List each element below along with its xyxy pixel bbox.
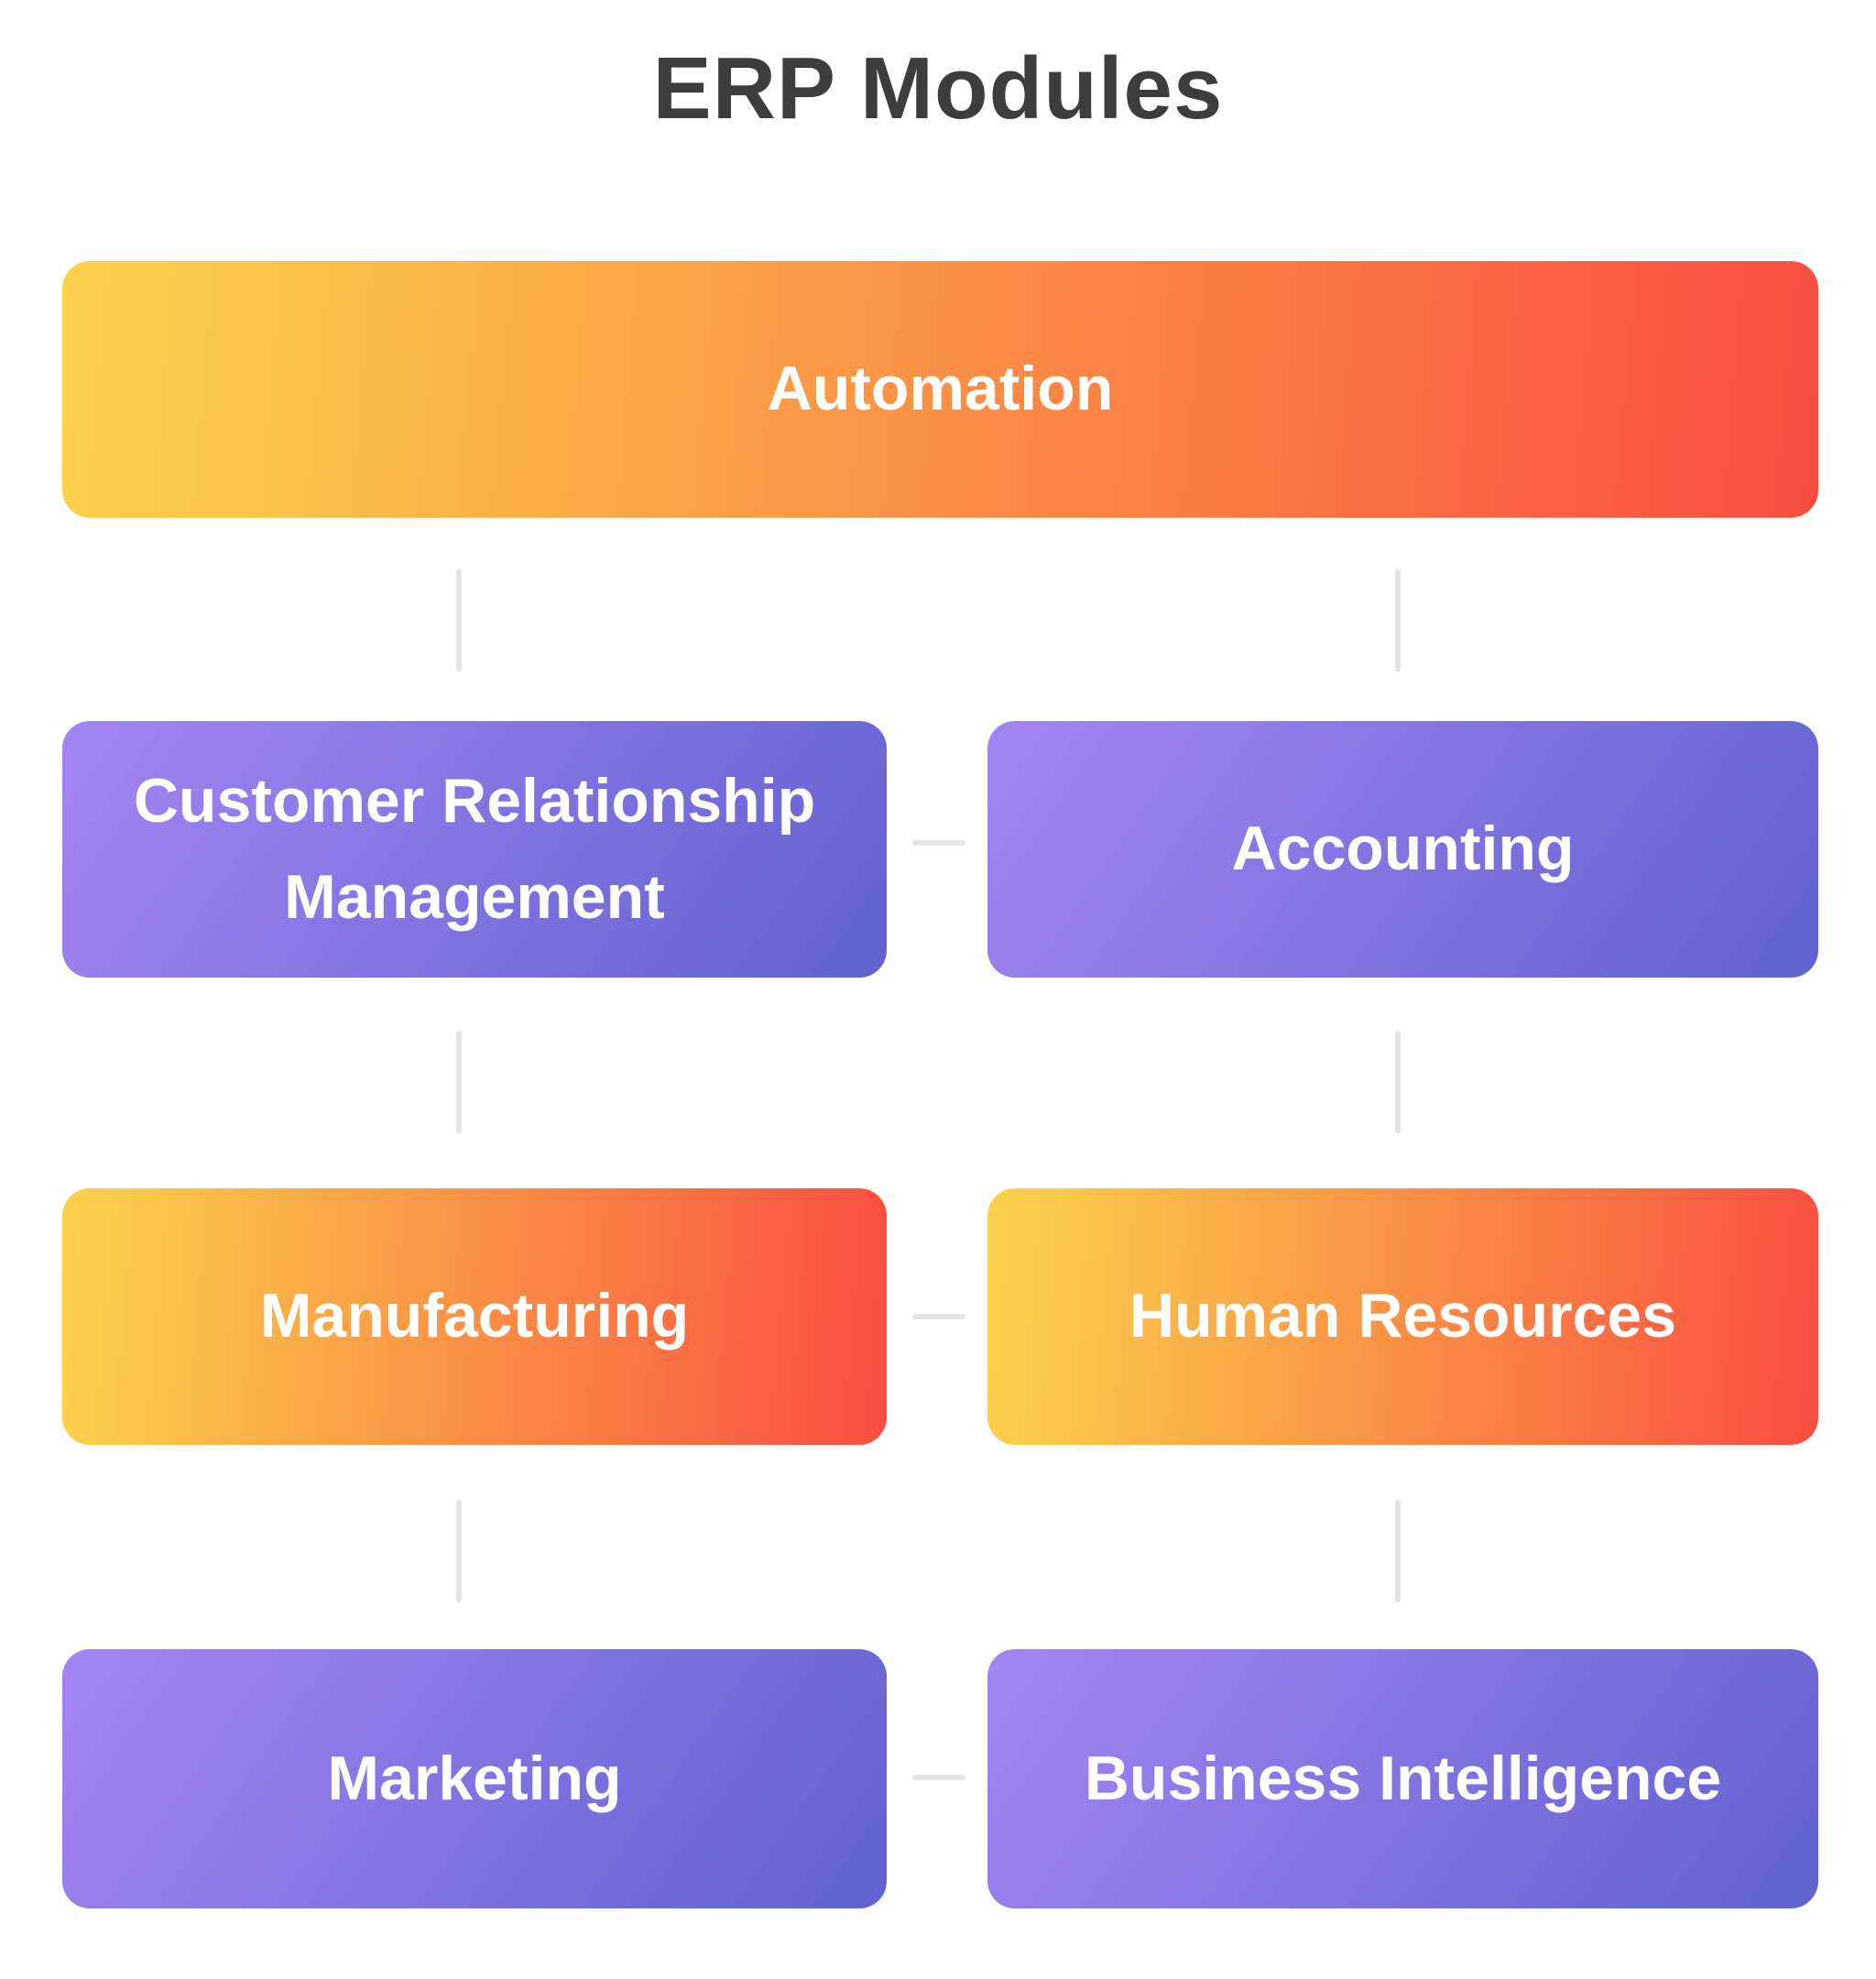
connector-vertical-human-resources-to-business-intelligence bbox=[1395, 1500, 1401, 1602]
connector-vertical-automation-to-crm bbox=[456, 569, 462, 672]
module-box-automation: Automation bbox=[62, 261, 1818, 518]
connector-vertical-automation-to-accounting bbox=[1395, 569, 1401, 672]
connector-horizontal-crm-accounting bbox=[912, 840, 965, 846]
module-box-accounting: Accounting bbox=[987, 721, 1818, 978]
module-label-manufacturing: Manufacturing bbox=[259, 1281, 690, 1351]
connector-vertical-manufacturing-to-marketing bbox=[456, 1500, 462, 1602]
module-label-accounting: Accounting bbox=[1231, 814, 1575, 884]
module-label-automation: Automation bbox=[767, 354, 1114, 424]
module-box-business-intelligence: Business Intelligence bbox=[987, 1649, 1818, 1908]
module-box-manufacturing: Manufacturing bbox=[62, 1188, 887, 1445]
module-box-marketing: Marketing bbox=[62, 1649, 887, 1908]
connector-vertical-crm-to-manufacturing bbox=[456, 1031, 462, 1133]
module-box-human-resources: Human Resources bbox=[987, 1188, 1818, 1445]
module-label-human-resources: Human Resources bbox=[1129, 1281, 1677, 1351]
connector-horizontal-manufacturing-human-resources bbox=[912, 1314, 965, 1319]
module-label-marketing: Marketing bbox=[327, 1743, 622, 1813]
module-box-customer-relationship-management: Customer Relationship Management bbox=[62, 721, 887, 978]
module-label-customer-relationship-management: Customer Relationship Management bbox=[133, 765, 816, 932]
page-title: ERP Modules bbox=[652, 39, 1224, 137]
connector-vertical-accounting-to-human-resources bbox=[1395, 1031, 1401, 1133]
module-label-business-intelligence: Business Intelligence bbox=[1084, 1743, 1722, 1813]
connector-horizontal-marketing-business-intelligence bbox=[912, 1775, 965, 1780]
